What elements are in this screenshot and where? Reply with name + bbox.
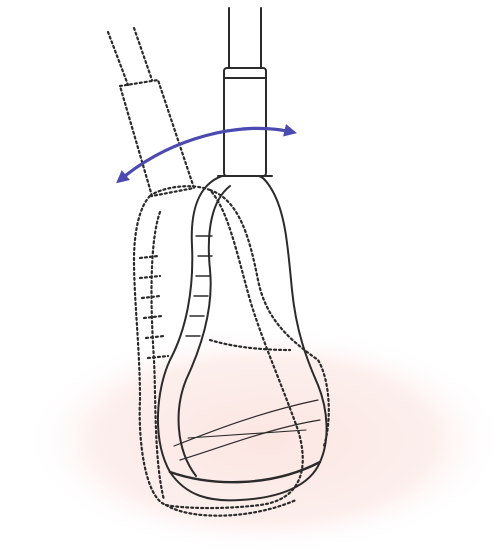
tilted-probe-cable [108, 32, 128, 85]
upright-probe-strain-relief [224, 68, 266, 176]
tilted-probe-strain-relief [120, 80, 194, 196]
floor-shadow [25, 325, 499, 550]
